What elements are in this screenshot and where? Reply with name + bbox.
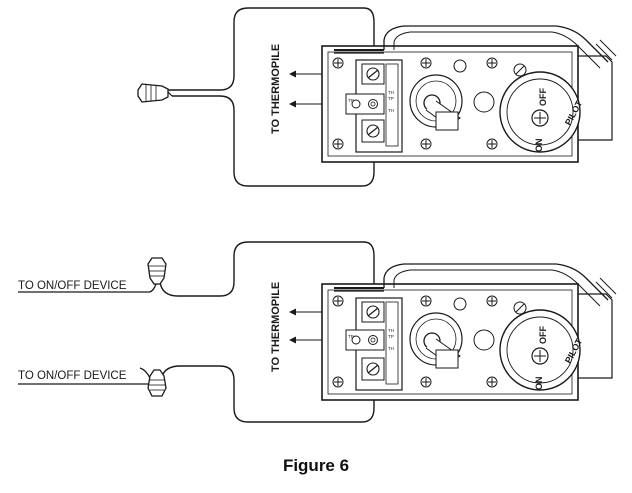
bottom-knob-on-label: ON [534,377,544,391]
bottom-wire-nut-upper [147,257,167,285]
top-wire-nut [137,83,169,103]
top-mount-screw [486,57,498,69]
bottom-mount-screw [486,295,498,307]
bottom-terminal-label: TP [348,334,354,339]
bottom-wire-loop-lower [161,365,375,423]
bottom-mount-screw [420,376,432,388]
device-label-upper: TO ON/OFF DEVICE [18,280,127,292]
bottom-wire-nut-lower [147,369,167,397]
top-knob-on-label: ON [534,139,544,153]
bottom-mount-screw [486,376,498,388]
bottom-knob-off-label: OFF [538,326,548,344]
bottom-mount-screw [332,376,344,388]
bottom-terminal-label: TH [388,328,394,333]
bottom-gas-valve: TH TP TP TH ON OFF PILOT [321,263,617,401]
top-terminal-label: TP [388,96,394,101]
device-label-lower: TO ON/OFF DEVICE [18,370,127,382]
top-mount-screw [420,57,432,69]
top-terminal-label: TP [348,98,354,103]
top-wire-loop-lower [172,95,375,187]
top-mount-screw [486,138,498,150]
top-knob-off-label: OFF [538,88,548,106]
bottom-wire-loop-upper [159,241,375,300]
top-wiring-diagram: TO THERMOPILE [137,7,617,187]
top-terminal-label: TH [388,108,394,113]
top-thermopile-label: TO THERMOPILE [270,44,282,134]
bottom-terminal-label: TH [388,346,394,351]
bottom-terminal-label: TP [388,334,394,339]
bottom-thermopile-label: TO THERMOPILE [270,282,282,372]
top-mount-screw [332,138,344,150]
bottom-mount-screw [332,295,344,307]
bottom-wiring-diagram: TO ON/OFF DEVICE TO ON/OFF DEVICE TO THE… [18,241,617,423]
figure-caption: Figure 6 [282,456,350,475]
bottom-device-wire-lower-bend [139,367,151,379]
top-wire-loop [168,7,375,91]
top-mount-screw [332,57,344,69]
top-mount-screw [420,138,432,150]
bottom-mount-screw [420,295,432,307]
top-terminal-label: TH [388,90,394,95]
top-gas-valve: TH TP TP TH ON OFF [321,25,617,163]
bottom-device-wire-upper-bend [149,283,157,293]
